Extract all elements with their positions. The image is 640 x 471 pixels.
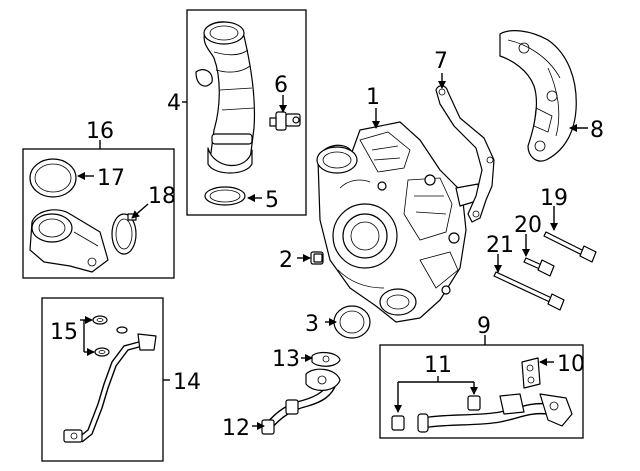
callout-16: 16 (86, 119, 114, 144)
gasket-10 (521, 357, 541, 389)
callout-1: 1 (366, 85, 380, 110)
callout-15: 15 (50, 320, 78, 345)
clamp-18 (111, 213, 137, 255)
callout-2: 2 (279, 248, 293, 273)
callout-18: 18 (148, 184, 176, 209)
oil-return-group-box (379, 344, 584, 439)
callout-6: 6 (274, 73, 288, 98)
callout-5: 5 (265, 188, 279, 213)
inlet-adapter (29, 209, 109, 273)
callout-17: 17 (97, 166, 125, 191)
gasket-13 (311, 351, 341, 367)
turbocharger (316, 121, 481, 323)
callout-4: 4 (167, 91, 181, 116)
oil-return-pipe (261, 368, 341, 435)
plug (310, 251, 324, 265)
intake-tube (195, 21, 256, 174)
callout-13: 13 (272, 347, 300, 372)
connectors-11 (391, 395, 481, 431)
callout-7: 7 (434, 49, 448, 74)
callout-10: 10 (557, 352, 585, 377)
callout-8: 8 (590, 118, 604, 143)
inlet-seal-17 (29, 158, 77, 198)
washers-15 (92, 315, 110, 357)
callout-9: 9 (477, 314, 491, 339)
callout-19: 19 (540, 186, 568, 211)
turbo-gasket (333, 305, 371, 339)
callout-12: 12 (222, 416, 250, 441)
oil-return-tube (417, 393, 573, 433)
intake-pipe-group-box (186, 9, 307, 216)
callout-14: 14 (173, 370, 201, 395)
callout-3: 3 (305, 312, 319, 337)
turbo-inlet-group-box (22, 148, 175, 279)
bolt-19 (543, 231, 597, 263)
callout-11: 11 (424, 353, 452, 378)
bolt-21 (493, 271, 565, 311)
sensor (269, 111, 301, 131)
heat-shield (499, 30, 577, 162)
callout-20: 20 (514, 213, 542, 238)
callout-21: 21 (486, 233, 514, 258)
oil-feed-line (63, 326, 157, 443)
bolt-20 (523, 257, 555, 277)
